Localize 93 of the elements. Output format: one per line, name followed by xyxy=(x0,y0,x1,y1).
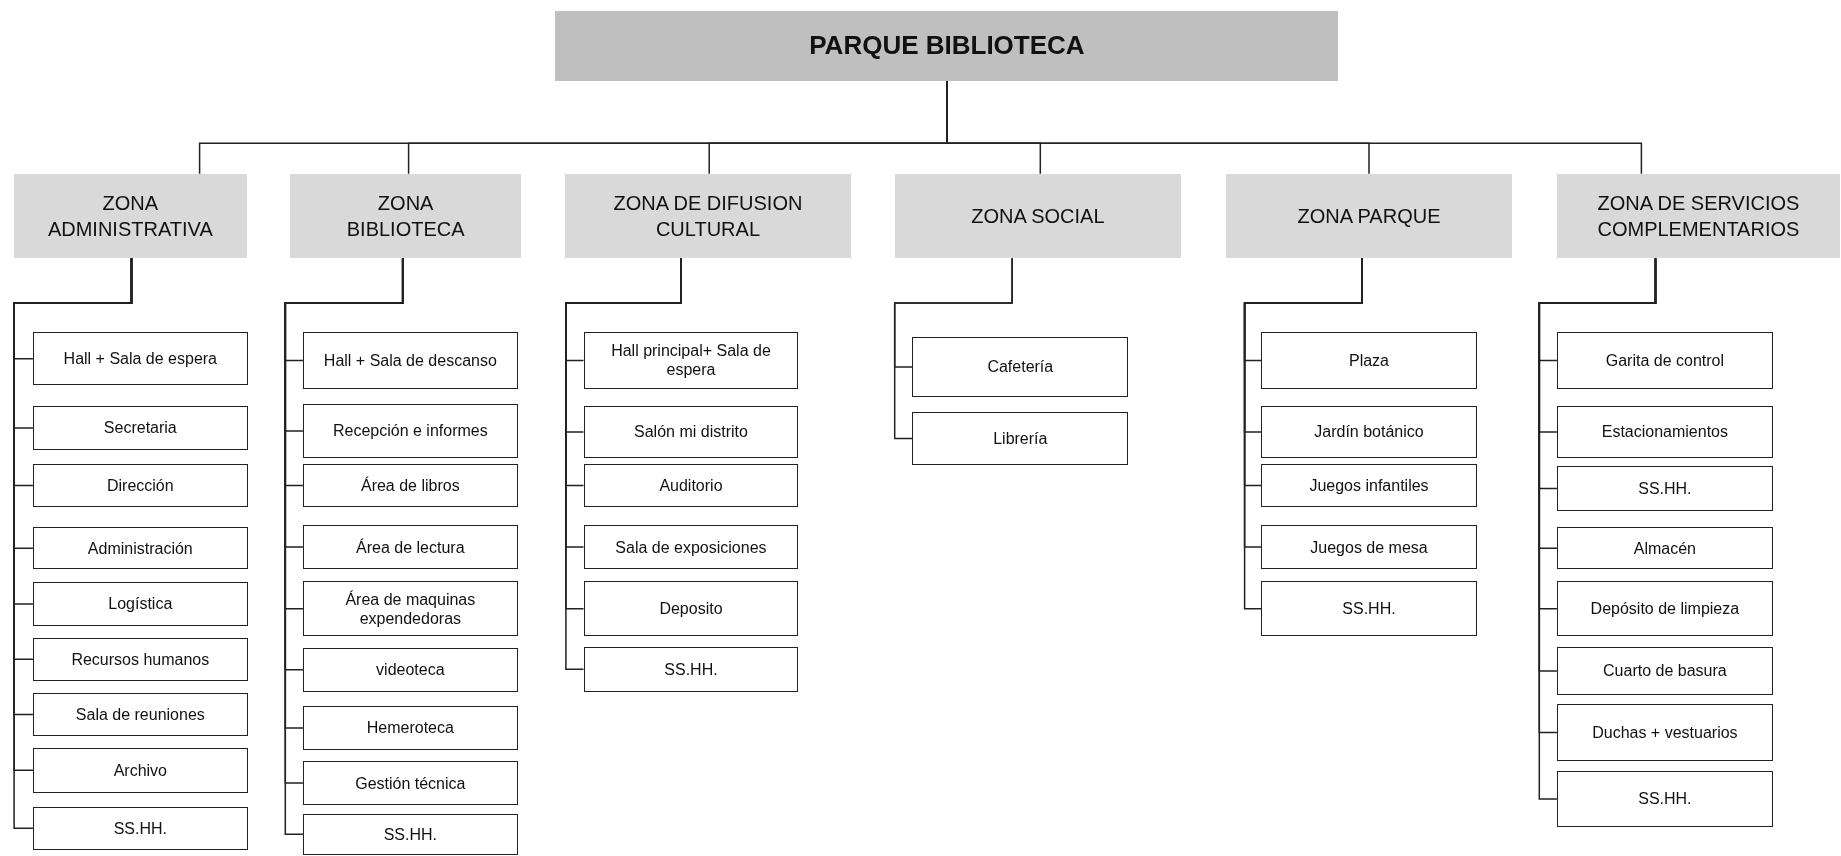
room-box xyxy=(32,692,248,737)
room-label: SS.HH. xyxy=(1342,599,1396,619)
room-box xyxy=(1261,524,1477,570)
zone-box xyxy=(1556,173,1840,259)
room-label: Área de maquinas expendedoras xyxy=(344,589,477,628)
zone-label: ZONA SOCIAL xyxy=(971,204,1105,230)
room-label: Duchas + vestuarios xyxy=(1592,723,1738,743)
room-label: Logística xyxy=(108,594,173,614)
connector-line xyxy=(893,257,1013,440)
room-label: Área de lectura xyxy=(356,537,465,557)
room-label: Recursos humanos xyxy=(71,649,210,669)
root-label: PARQUE BIBLIOTECA xyxy=(809,30,1085,62)
room-box xyxy=(583,581,799,637)
room-box xyxy=(1556,527,1773,570)
room-box xyxy=(302,581,518,637)
room-box xyxy=(302,705,518,751)
room-box xyxy=(32,463,248,508)
room-box xyxy=(1261,463,1477,508)
room-box xyxy=(1261,581,1477,637)
room-label: Plaza xyxy=(1349,350,1389,371)
room-label: Secretaria xyxy=(103,418,177,438)
room-box xyxy=(1556,581,1773,637)
zone-box xyxy=(894,173,1182,259)
room-box xyxy=(32,406,248,450)
room-label: SS.HH. xyxy=(1638,789,1692,809)
room-label: SS.HH. xyxy=(383,824,437,844)
zone-label: ZONA PARQUE xyxy=(1297,204,1441,230)
room-box xyxy=(302,403,518,458)
room-box xyxy=(32,806,248,851)
room-box xyxy=(1556,771,1773,827)
zone-box xyxy=(14,173,247,259)
room-label: Hemeroteca xyxy=(366,718,454,738)
room-label: Deposito xyxy=(659,599,723,619)
zone-label: ZONA DE SERVICIOS COMPLEMENTARIOS xyxy=(1596,191,1800,243)
room-label: SS.HH. xyxy=(113,818,167,838)
room-box xyxy=(1556,332,1773,389)
room-box xyxy=(302,648,518,692)
room-box xyxy=(302,463,518,508)
room-label: Administración xyxy=(87,538,193,558)
room-label: Gestión técnica xyxy=(355,773,466,793)
room-label: Archivo xyxy=(113,760,167,780)
room-label: Almacén xyxy=(1633,538,1696,558)
room-box xyxy=(1261,332,1477,389)
room-box xyxy=(32,637,248,681)
room-label: Hall principal+ Sala de espera xyxy=(610,341,772,380)
room-box xyxy=(32,747,248,793)
room-label: Recepción e informes xyxy=(332,421,488,441)
room-label: SS.HH. xyxy=(664,659,718,679)
room-label: Cuarto de basura xyxy=(1603,661,1727,681)
room-box xyxy=(583,646,799,692)
room-label: Auditorio xyxy=(659,475,723,496)
room-box xyxy=(32,332,248,386)
room-label: Cafetería xyxy=(987,357,1054,377)
room-box xyxy=(302,332,518,389)
room-label: Dirección xyxy=(106,475,174,496)
room-box xyxy=(1556,406,1773,458)
room-label: Hall + Sala de espera xyxy=(63,349,217,369)
room-label: Jardín botánico xyxy=(1314,422,1424,442)
room-box xyxy=(1556,704,1773,761)
room-label: Sala de reuniones xyxy=(75,704,205,725)
room-box xyxy=(583,406,799,458)
room-box xyxy=(1556,466,1773,511)
zone-box xyxy=(290,173,522,259)
room-label: Estacionamientos xyxy=(1601,422,1728,442)
title-box xyxy=(555,10,1339,81)
room-box xyxy=(583,524,799,570)
zone-label: ZONA ADMINISTRATIVA xyxy=(47,191,213,243)
room-label: SS.HH. xyxy=(1638,478,1692,498)
room-label: Juegos infantiles xyxy=(1309,475,1429,496)
room-label: Área de libros xyxy=(360,475,460,496)
room-label: Depósito de limpieza xyxy=(1590,599,1740,619)
room-box xyxy=(302,813,518,855)
room-label: Garita de control xyxy=(1605,350,1724,371)
room-label: Juegos de mesa xyxy=(1310,537,1428,557)
room-box xyxy=(1261,406,1477,458)
room-label: Sala de exposiciones xyxy=(615,537,767,557)
zone-label: ZONA BIBLIOTECA xyxy=(345,191,466,243)
room-box xyxy=(302,524,518,570)
room-box xyxy=(32,527,248,570)
room-label: Hall + Sala de descanso xyxy=(323,350,497,371)
room-label: videoteca xyxy=(376,660,445,680)
room-box xyxy=(32,582,248,626)
room-box xyxy=(912,336,1129,397)
room-box xyxy=(912,412,1129,465)
room-label: Librería xyxy=(993,428,1048,449)
room-box xyxy=(1556,646,1773,696)
room-box xyxy=(302,760,518,806)
room-box xyxy=(583,463,799,508)
zone-box xyxy=(1225,173,1513,259)
room-label: Salón mi distrito xyxy=(634,422,748,442)
room-box xyxy=(583,332,799,389)
zone-box xyxy=(564,173,852,259)
zone-label: ZONA DE DIFUSION CULTURAL xyxy=(612,191,804,243)
